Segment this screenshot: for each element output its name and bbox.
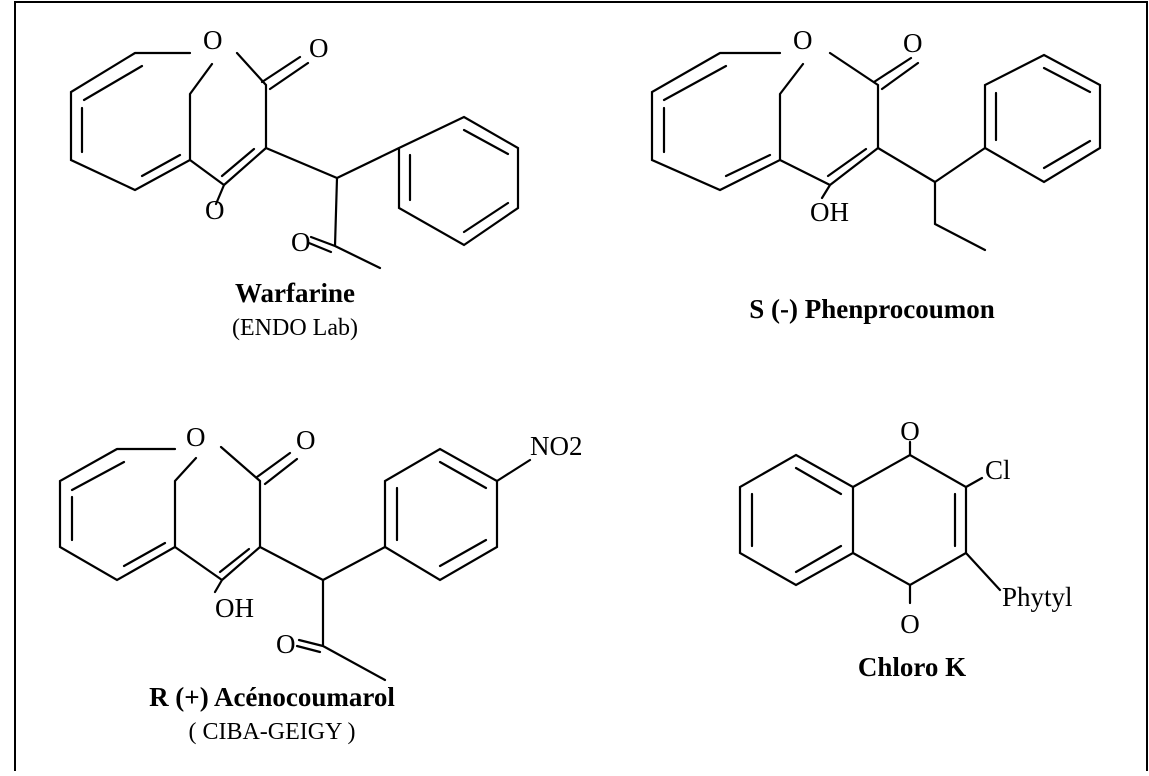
phenprocoumon-carbonyl-oxygen: O	[903, 28, 923, 58]
warfarine-supplier: (ENDO Lab)	[232, 315, 358, 341]
chlorok-bottom-oxygen: O	[900, 609, 920, 639]
warfarine-ketone-oxygen: O	[291, 227, 311, 257]
figure-frame	[14, 1, 1148, 771]
warfarine-carbonyl-oxygen: O	[309, 33, 329, 63]
chlorok-phytyl-group: Phytyl	[1002, 582, 1073, 612]
acenocoumarol-carbonyl-oxygen: O	[296, 425, 316, 455]
acenocoumarol-ring-oxygen: O	[186, 422, 206, 452]
acenocoumarol-structure: O O OH O NO2 R (+) Acénocoumarol ( CIBA-…	[58, 422, 583, 745]
warfarine-structure: O O O O Warfarine (ENDO Lab)	[69, 25, 520, 341]
chlorok-structure: O O Cl Phytyl Chloro K	[738, 416, 1073, 682]
acenocoumarol-nitro-group: NO2	[530, 431, 583, 461]
acenocoumarol-ketone-oxygen: O	[276, 629, 296, 659]
warfarine-name: Warfarine	[235, 278, 355, 308]
phenprocoumon-hydroxyl: OH	[810, 197, 849, 227]
warfarine-ring-oxygen: O	[203, 25, 223, 55]
acenocoumarol-supplier: ( CIBA-GEIGY )	[188, 719, 355, 745]
chlorok-name: Chloro K	[858, 652, 966, 682]
warfarine-enol-oxygen: O	[205, 195, 225, 225]
phenprocoumon-name: S (-) Phenprocoumon	[749, 294, 995, 324]
acenocoumarol-bonds	[58, 445, 532, 682]
acenocoumarol-hydroxyl: OH	[215, 593, 254, 623]
chlorok-bonds	[738, 440, 1002, 605]
acenocoumarol-name: R (+) Acénocoumarol	[149, 682, 395, 712]
phenprocoumon-bonds	[650, 51, 1102, 252]
phenprocoumon-ring-oxygen: O	[793, 25, 813, 55]
chlorok-top-oxygen: O	[900, 416, 920, 446]
phenprocoumon-structure: O O OH S (-) Phenprocoumon	[650, 25, 1102, 324]
chlorok-chloro-group: Cl	[985, 455, 1011, 485]
warfarine-bonds	[69, 51, 520, 270]
